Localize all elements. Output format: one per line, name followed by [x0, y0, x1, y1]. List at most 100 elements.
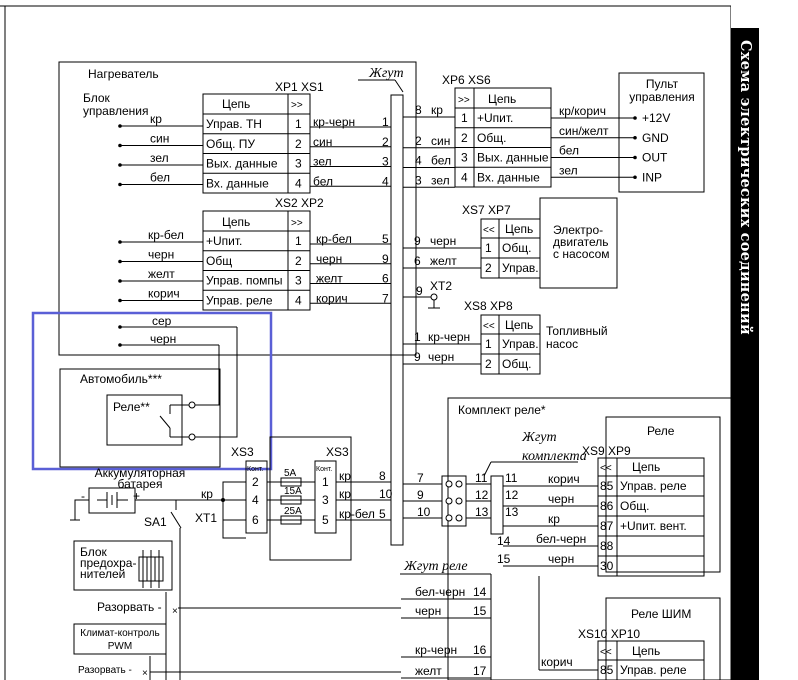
- car-frame: [59, 368, 221, 468]
- fuse-rating: 25A: [284, 506, 302, 517]
- xp1-wire-color: син: [313, 135, 332, 149]
- text-line: Пульт: [646, 77, 679, 91]
- xs7-pin-number: 1: [485, 241, 492, 255]
- xs3-harness-number: 5: [379, 507, 386, 521]
- xs3-out-wire-color: кр: [339, 469, 351, 483]
- heater-wire-label: син: [150, 132, 169, 146]
- sa1-switch-icon: [170, 511, 182, 529]
- xs8-wire-color: кр-черн: [428, 330, 470, 344]
- xs2-header: Цепь: [222, 215, 250, 229]
- battery-minus: -: [81, 489, 85, 503]
- xp6-out-wire-color: зел: [559, 163, 578, 177]
- kit-extra-number: 15: [497, 552, 511, 566]
- kit-terminal-node: [455, 497, 463, 505]
- xs7-pin-number: 2: [485, 261, 492, 275]
- text-line: управления: [83, 104, 148, 118]
- relay-arrow-icon: <<: [600, 463, 612, 474]
- panel-frame: [618, 72, 705, 193]
- text-line: комплекта: [522, 449, 587, 464]
- xs3-outline: [269, 436, 352, 561]
- xp6-pin-number: 2: [461, 131, 468, 145]
- text-line: двигатель: [553, 235, 609, 249]
- xp6-arrow-icon: >>: [458, 95, 470, 106]
- xs2-pin-number: 3: [295, 274, 302, 288]
- text-line: Электро-: [553, 223, 603, 237]
- kit-terminal-node: [455, 514, 463, 522]
- heater-wire-node: [118, 182, 122, 187]
- text-line: насос: [546, 337, 578, 351]
- panel-pin-node: [633, 116, 637, 120]
- xt2-in: 9: [416, 284, 423, 298]
- xs8-pin-number: 2: [485, 357, 492, 371]
- harness-pointer: [394, 79, 404, 93]
- kit-terminal-node: [445, 497, 453, 505]
- grey-wire-route: [192, 327, 238, 438]
- kit-in-number: 9: [417, 488, 424, 502]
- relay-pin-name: Управ. реле: [620, 479, 687, 493]
- xs2-frame: [202, 210, 311, 311]
- xs8-harness-number: 1: [414, 330, 421, 344]
- relay-connector: [597, 457, 705, 577]
- text-line: Жгут: [521, 430, 557, 445]
- relay-tag: XS9 XP9: [582, 444, 631, 458]
- xt1-pin2-wire: [222, 481, 246, 500]
- heater-wire-label: бел: [150, 171, 170, 185]
- xs3-left-pin: 6: [252, 513, 259, 527]
- black-wire-route: [192, 345, 220, 406]
- climate-frame: [73, 623, 167, 655]
- xs2-pin-number: 2: [295, 254, 302, 268]
- xs2-pin-name: Общ: [206, 254, 232, 268]
- kit-left-number: 13: [475, 505, 489, 519]
- xs3-harness-number: 10: [379, 487, 393, 501]
- relay-node-bottom: [188, 433, 196, 441]
- panel-pin-node: [633, 155, 637, 160]
- xp6-pin-number: 1: [461, 111, 468, 125]
- xs7-harness-number: 6: [414, 254, 421, 268]
- relay-header: Цепь: [632, 460, 660, 474]
- xp1-arrow-icon: >>: [291, 100, 303, 111]
- text-line: управления: [629, 90, 694, 104]
- text-line: нителей: [80, 567, 125, 581]
- xs3-out-wire-color: кр-бел: [339, 507, 375, 521]
- xp6-pin-name: Общ.: [477, 131, 506, 145]
- xs7-pin-name: Общ.: [502, 241, 531, 255]
- heater-wire-label: кр: [150, 112, 162, 126]
- relay-harness-wire-color: бел-черн: [415, 585, 465, 599]
- relay-pin-number: 87: [600, 519, 614, 533]
- xs2-tag: XS2 XP2: [275, 196, 324, 210]
- kit-terminal-node: [445, 514, 453, 522]
- xp1-pin-name: Управ. ТН: [206, 117, 262, 131]
- heater-title: Нагреватель: [88, 67, 159, 81]
- xp6-out-wire-color: кр/корич: [559, 104, 606, 118]
- xs2-harness-number: 6: [382, 272, 389, 286]
- xp6-harness-number: 4: [415, 154, 422, 168]
- xs8-harness-number: 9: [414, 350, 421, 364]
- xp1-tag: XP1 XS1: [275, 80, 324, 94]
- xp6-harness-number: 2: [415, 134, 422, 148]
- motor-frame: [539, 197, 618, 289]
- text-line: PWM: [108, 641, 132, 652]
- xs7-tag: XS7 XP7: [462, 203, 511, 217]
- panel-pin-label: INP: [642, 170, 662, 184]
- xs3-right-pin: 1: [322, 475, 329, 489]
- xp1-pin-name: Вх. данные: [206, 176, 269, 190]
- xs3-left-pins: [245, 460, 268, 534]
- pwm-relay-header: Цепь: [632, 644, 660, 658]
- relay-pin-number: 88: [600, 539, 614, 553]
- relay-wire-color: бел-черн: [536, 532, 586, 546]
- xs3-left-kont: Конт.: [247, 466, 263, 473]
- harness-label: Жгут: [368, 66, 404, 81]
- xs2-arrow-icon: >>: [291, 218, 303, 229]
- xp6-wire-color: кр: [431, 103, 443, 117]
